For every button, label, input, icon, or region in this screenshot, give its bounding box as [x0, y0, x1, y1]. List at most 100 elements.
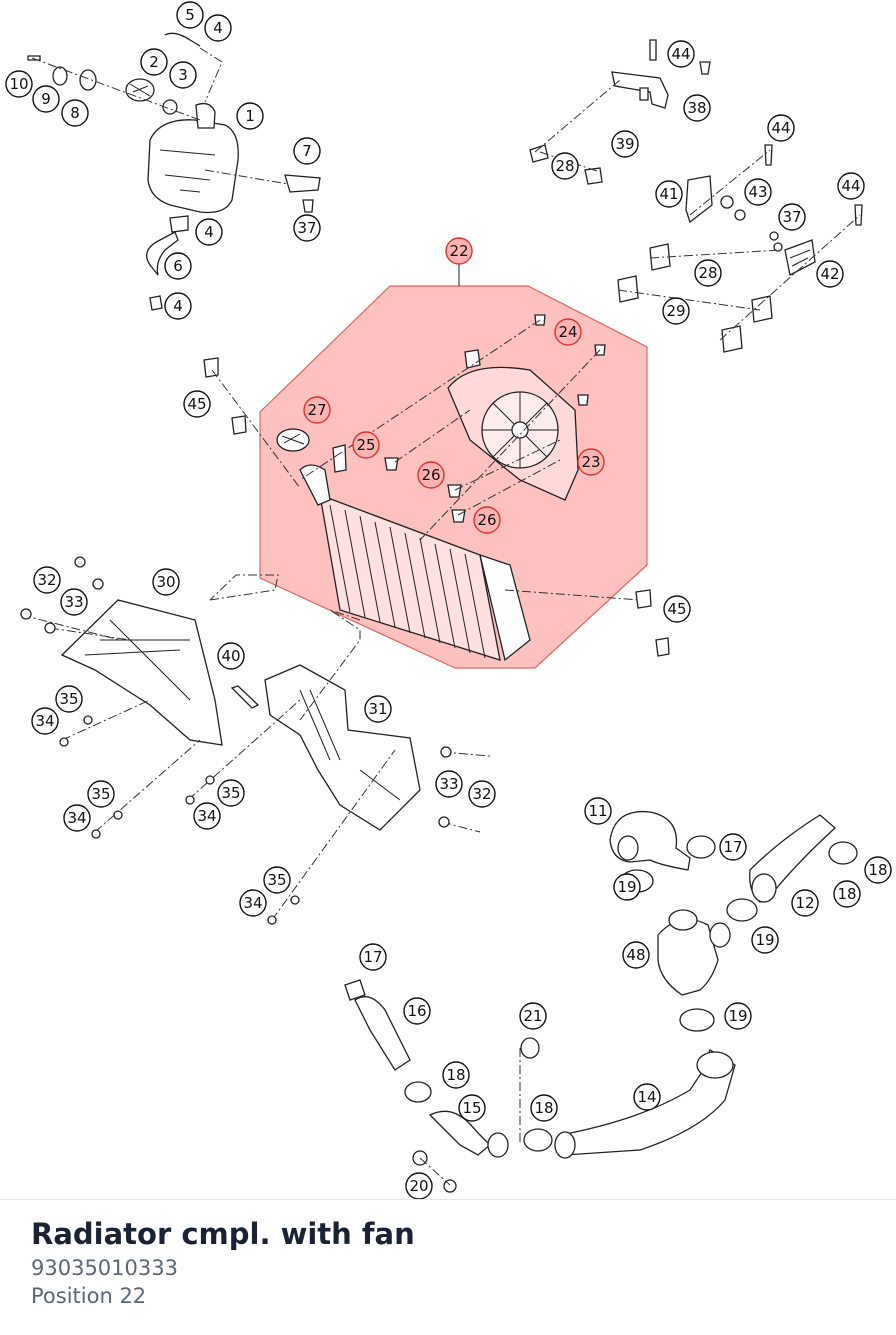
callout-36b[interactable]: 35 — [87, 780, 115, 808]
callout-3[interactable]: 3 — [169, 61, 197, 89]
side-cover-group — [20, 556, 491, 925]
callout-45b[interactable]: 45 — [663, 595, 691, 623]
svg-text:17: 17 — [363, 948, 382, 966]
callout-35c[interactable]: 34 — [193, 802, 221, 830]
svg-text:8: 8 — [70, 104, 80, 122]
callout-10[interactable]: 10 — [5, 70, 33, 98]
callout-44[interactable]: 44 — [667, 40, 695, 68]
svg-text:23: 23 — [581, 453, 600, 471]
callout-21[interactable]: 21 — [519, 1002, 547, 1030]
callout-36[interactable]: 35 — [55, 685, 83, 713]
callout-26[interactable]: 26 — [417, 461, 445, 489]
callout-35[interactable]: 34 — [31, 707, 59, 735]
callout-2[interactable]: 2 — [140, 48, 168, 76]
callout-11[interactable]: 11 — [584, 797, 612, 825]
callout-39[interactable]: 39 — [611, 130, 639, 158]
callout-17b[interactable]: 17 — [359, 943, 387, 971]
svg-text:2: 2 — [149, 53, 159, 71]
svg-text:26: 26 — [477, 511, 496, 529]
svg-text:34: 34 — [35, 712, 54, 730]
svg-text:10: 10 — [9, 75, 28, 93]
svg-text:34: 34 — [67, 809, 86, 827]
callout-19c[interactable]: 19 — [724, 1002, 752, 1030]
callout-9[interactable]: 9 — [32, 85, 60, 113]
callout-20[interactable]: 20 — [405, 1172, 433, 1200]
callout-12[interactable]: 12 — [791, 889, 819, 917]
svg-text:35: 35 — [91, 785, 110, 803]
callout-38[interactable]: 38 — [683, 94, 711, 122]
callout-18d[interactable]: 18 — [530, 1094, 558, 1122]
svg-text:6: 6 — [173, 257, 183, 275]
callout-33b[interactable]: 32 — [468, 780, 496, 808]
callout-6[interactable]: 6 — [164, 252, 192, 280]
callout-14[interactable]: 14 — [633, 1083, 661, 1111]
svg-text:4: 4 — [213, 19, 223, 37]
callout-15[interactable]: 15 — [458, 1094, 486, 1122]
svg-text:39: 39 — [615, 135, 634, 153]
svg-text:18: 18 — [446, 1066, 465, 1084]
callout-35d[interactable]: 34 — [239, 889, 267, 917]
svg-text:35: 35 — [59, 690, 78, 708]
callout-36d[interactable]: 35 — [263, 866, 291, 894]
callout-29[interactable]: 28 — [551, 152, 579, 180]
callout-35b[interactable]: 34 — [63, 804, 91, 832]
callout-25[interactable]: 25 — [352, 431, 380, 459]
part-number: 93035010333 — [31, 1256, 178, 1280]
svg-text:19: 19 — [617, 878, 636, 896]
callout-1[interactable]: 1 — [236, 102, 264, 130]
svg-text:40: 40 — [221, 647, 240, 665]
svg-text:29: 29 — [666, 302, 685, 320]
callout-4c[interactable]: 4 — [164, 292, 192, 320]
svg-text:37: 37 — [782, 208, 801, 226]
callout-28[interactable]: 27 — [303, 396, 331, 424]
callout-4[interactable]: 4 — [204, 14, 232, 42]
callout-19b[interactable]: 19 — [751, 926, 779, 954]
svg-text:35: 35 — [221, 784, 240, 802]
callout-17[interactable]: 17 — [719, 833, 747, 861]
callout-18[interactable]: 18 — [864, 856, 892, 884]
svg-text:18: 18 — [534, 1099, 553, 1117]
callout-30[interactable]: 29 — [662, 297, 690, 325]
bracket-mount-group — [529, 39, 863, 353]
svg-text:44: 44 — [671, 45, 690, 63]
callout-36c[interactable]: 35 — [217, 779, 245, 807]
callout-43[interactable]: 43 — [744, 178, 772, 206]
svg-text:45: 45 — [667, 600, 686, 618]
callout-8[interactable]: 8 — [61, 99, 89, 127]
callout-37[interactable]: 37 — [293, 214, 321, 242]
callout-22[interactable]: 22 — [445, 237, 473, 265]
callout-24[interactable]: 24 — [554, 318, 582, 346]
callout-42[interactable]: 42 — [816, 260, 844, 288]
svg-text:41: 41 — [659, 185, 678, 203]
callout-45[interactable]: 45 — [183, 390, 211, 418]
callout-4b[interactable]: 4 — [195, 218, 223, 246]
callout-5[interactable]: 5 — [176, 1, 204, 29]
callout-31[interactable]: 30 — [152, 568, 180, 596]
callout-7[interactable]: 7 — [293, 137, 321, 165]
callout-27[interactable]: 26 — [473, 506, 501, 534]
callout-48[interactable]: 48 — [622, 941, 650, 969]
callout-18c[interactable]: 18 — [442, 1061, 470, 1089]
svg-text:20: 20 — [409, 1177, 428, 1195]
callout-37b[interactable]: 37 — [778, 203, 806, 231]
callout-34b[interactable]: 33 — [435, 770, 463, 798]
svg-text:43: 43 — [748, 183, 767, 201]
callout-41[interactable]: 41 — [655, 180, 683, 208]
callout-18b[interactable]: 18 — [833, 880, 861, 908]
svg-text:18: 18 — [868, 861, 887, 879]
svg-text:37: 37 — [297, 219, 316, 237]
svg-text:7: 7 — [302, 142, 312, 160]
callout-29b[interactable]: 28 — [694, 259, 722, 287]
callout-40[interactable]: 40 — [217, 642, 245, 670]
svg-text:28: 28 — [698, 264, 717, 282]
callout-44c[interactable]: 44 — [837, 172, 865, 200]
expansion-tank-group — [27, 32, 321, 311]
callout-32[interactable]: 31 — [364, 695, 392, 723]
callout-34[interactable]: 33 — [60, 588, 88, 616]
callout-19[interactable]: 19 — [613, 873, 641, 901]
callout-33[interactable]: 32 — [33, 566, 61, 594]
callout-23[interactable]: 23 — [577, 448, 605, 476]
callout-16[interactable]: 16 — [403, 997, 431, 1025]
callout-44b[interactable]: 44 — [767, 114, 795, 142]
radiator-assembly-highlight[interactable] — [259, 263, 648, 669]
